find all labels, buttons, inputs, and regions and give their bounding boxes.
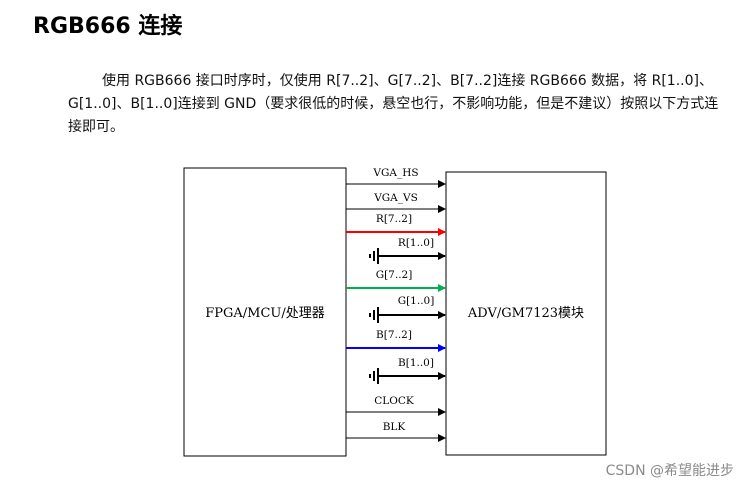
left-block-label: FPGA/MCU/处理器 bbox=[205, 306, 325, 321]
ground-icon bbox=[369, 307, 379, 323]
signal-label-vga-vs: VGA_VS bbox=[373, 192, 418, 204]
paragraph-text: 使用 RGB666 接口时序时，仅使用 R[7..2]、G[7..2]、B[7.… bbox=[68, 73, 719, 135]
signal-label-g-lo: G[1..0] bbox=[398, 295, 435, 307]
ground-icon bbox=[369, 248, 379, 264]
signal-label-r-hi: R[7..2] bbox=[376, 213, 412, 225]
ground-icon bbox=[369, 368, 379, 384]
right-block-label: ADV/GM7123模块 bbox=[467, 306, 584, 321]
watermark: CSDN @希望能进步 bbox=[605, 463, 734, 479]
signal-label-clock: CLOCK bbox=[374, 395, 414, 407]
signal-label-g-hi: G[7..2] bbox=[376, 269, 413, 281]
section-heading: RGB666 连接 bbox=[33, 14, 183, 39]
signal-label-blk: BLK bbox=[383, 421, 406, 433]
right-block bbox=[445, 171, 607, 456]
signal-label-vga-hs: VGA_HS bbox=[372, 167, 418, 179]
signal-label-r-lo: R[1..0] bbox=[398, 237, 434, 249]
signal-label-b-lo: B[1..0] bbox=[398, 357, 434, 369]
left-block bbox=[183, 167, 347, 457]
signal-label-b-hi: B[7..2] bbox=[376, 329, 412, 341]
description-paragraph: 使用 RGB666 接口时序时，仅使用 R[7..2]、G[7..2]、B[7.… bbox=[68, 70, 728, 139]
